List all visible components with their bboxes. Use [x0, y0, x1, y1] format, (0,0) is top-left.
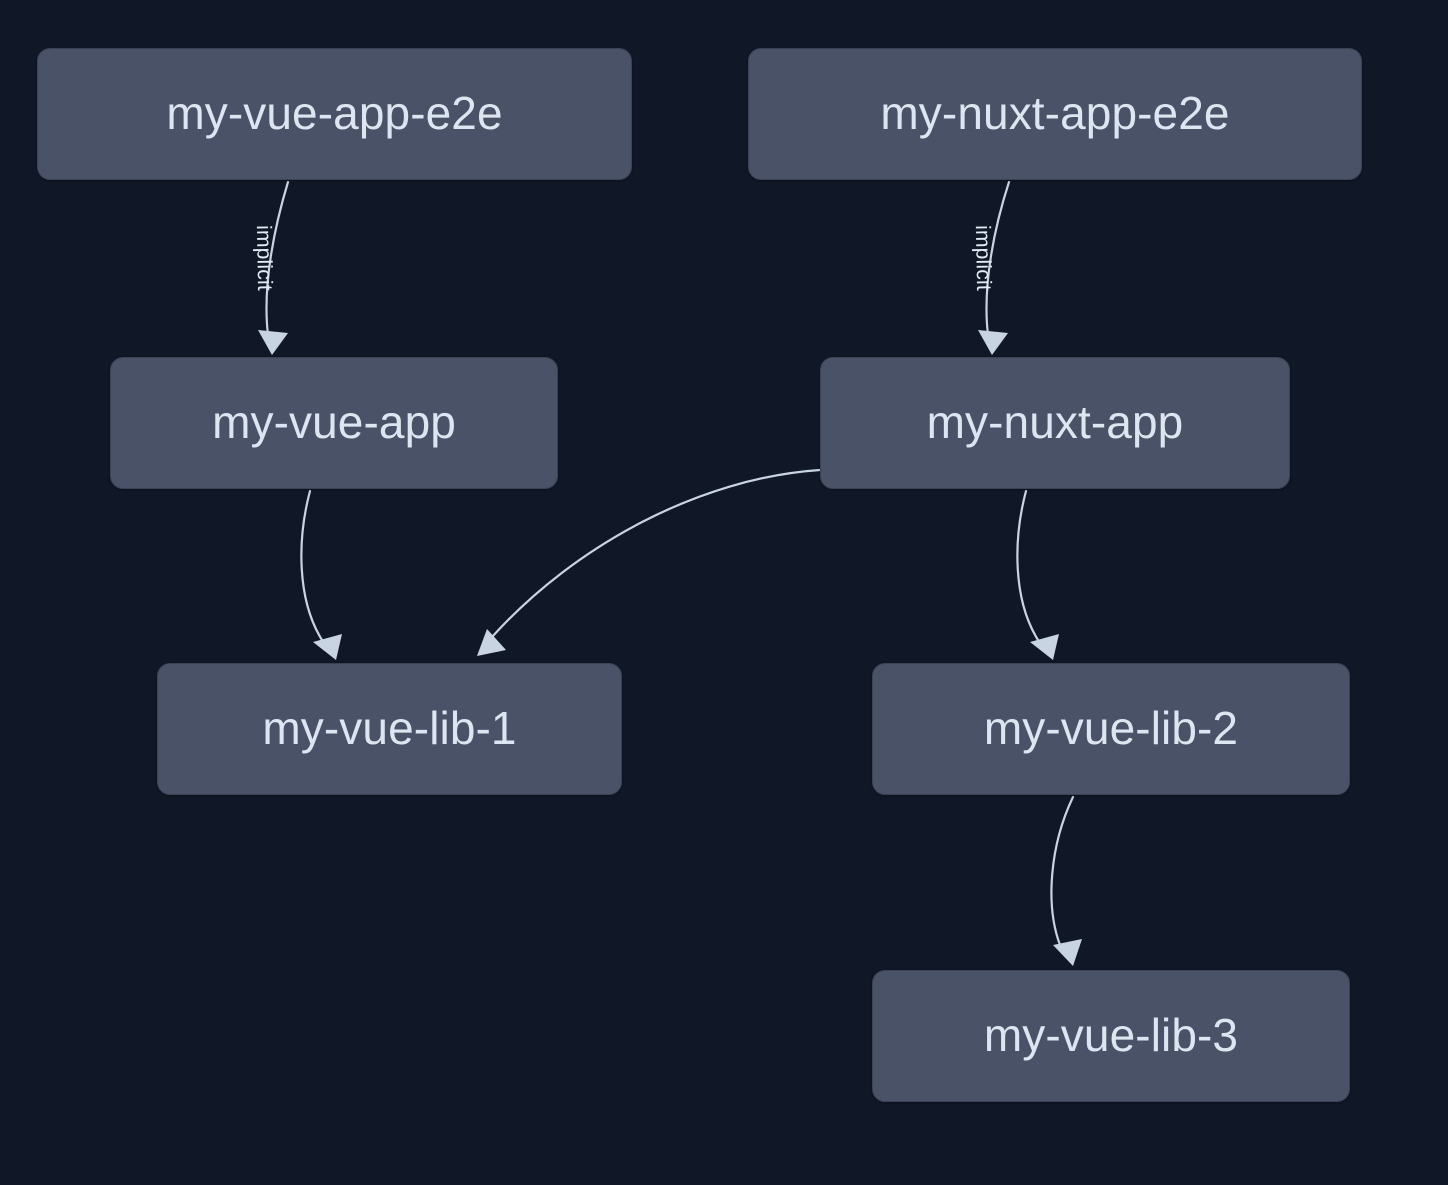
node-my-vue-lib-3[interactable]: my-vue-lib-3	[872, 970, 1350, 1102]
node-label: my-vue-lib-1	[262, 702, 517, 754]
node-my-vue-app[interactable]: my-vue-app	[110, 357, 558, 489]
node-label: my-nuxt-app	[926, 396, 1184, 448]
edge-arrowhead	[1030, 634, 1059, 660]
node-my-vue-app-e2e[interactable]: my-vue-app-e2e	[37, 48, 632, 180]
node-label: my-vue-app	[212, 396, 456, 448]
edge-label-implicit-nuxt: implicit	[970, 224, 996, 292]
node-my-nuxt-app[interactable]: my-nuxt-app	[820, 357, 1290, 489]
node-label: my-vue-app-e2e	[166, 87, 503, 139]
node-label: my-vue-lib-3	[983, 1009, 1239, 1061]
node-label: my-nuxt-app-e2e	[880, 87, 1230, 139]
edge-arrowhead	[477, 629, 506, 656]
edge-my-nuxt-app-to-my-vue-lib-1	[477, 468, 822, 656]
node-label: my-vue-lib-2	[983, 702, 1239, 754]
edge-my-vue-lib-2-to-my-vue-lib-3	[1050, 795, 1082, 966]
edge-arrowhead	[978, 330, 1008, 355]
edge-path	[1016, 489, 1040, 642]
node-my-nuxt-app-e2e[interactable]: my-nuxt-app-e2e	[748, 48, 1362, 180]
node-my-vue-lib-1[interactable]: my-vue-lib-1	[157, 663, 622, 795]
edge-my-vue-app-to-my-vue-lib-1	[300, 489, 342, 660]
edge-arrowhead	[258, 330, 288, 355]
edge-my-nuxt-app-to-my-vue-lib-2	[1016, 489, 1059, 660]
node-my-vue-lib-2[interactable]: my-vue-lib-2	[872, 663, 1350, 795]
edge-arrowhead	[1053, 939, 1082, 966]
edge-path	[1050, 795, 1075, 947]
edge-label-implicit-vue: implicit	[251, 224, 277, 292]
edge-path	[300, 489, 324, 642]
edge-arrowhead	[313, 634, 342, 660]
edge-path	[490, 468, 822, 639]
